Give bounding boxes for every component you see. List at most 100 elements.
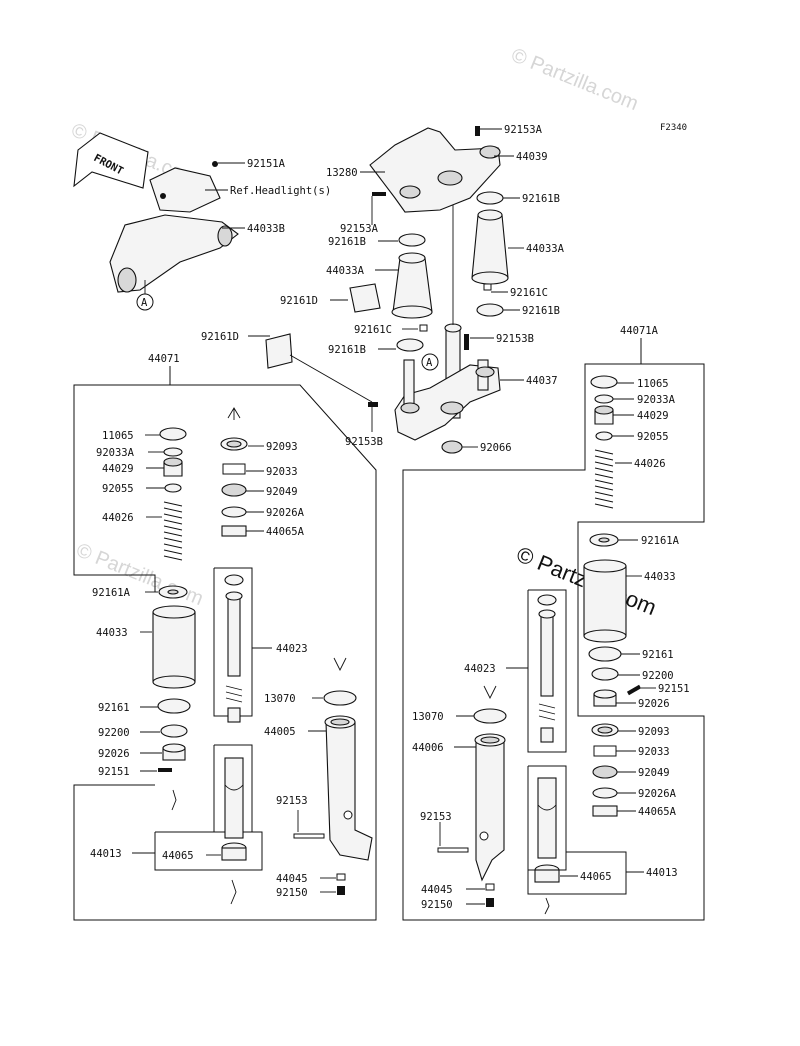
- label-L-92161A: 92161A: [92, 587, 131, 599]
- ref-circle-a-left: A: [136, 280, 154, 311]
- inner-tube-right: [537, 777, 557, 859]
- label-R-44023: 44023: [464, 663, 496, 675]
- cover-44033A: [392, 257, 433, 313]
- seal-92049: [221, 483, 247, 497]
- oring-92033A: [163, 447, 183, 457]
- label-L-44029: 44029: [102, 463, 134, 475]
- label-R-92200: 92200: [642, 670, 674, 682]
- label-R-44065A: 44065A: [638, 806, 677, 818]
- inner-tube: [224, 757, 244, 839]
- washer-44045: [336, 873, 346, 881]
- label-L-92151: 92151: [98, 766, 130, 778]
- label-M-44065A: 44065A: [266, 526, 305, 538]
- clamp-92026-right: [593, 689, 617, 707]
- label-R-44033: 44033: [644, 571, 676, 583]
- seal-92066: [441, 440, 463, 454]
- spacer-92161C: [483, 283, 492, 291]
- damper-rod: [227, 595, 241, 677]
- outer-tube-44006: [474, 733, 506, 882]
- pad-92161D: [349, 283, 381, 313]
- bolt-92150: [337, 886, 345, 895]
- bolt-92150: [486, 898, 494, 907]
- bushing-44065A: [221, 525, 247, 537]
- label-R-92161: 92161: [642, 649, 674, 661]
- label-R-92153: 92153: [420, 811, 452, 823]
- seal-92049: [592, 765, 618, 779]
- outer-tube-44005: [324, 715, 373, 861]
- label-L-92055: 92055: [102, 483, 134, 495]
- label-R-92033: 92033: [638, 746, 670, 758]
- ref-circle-a-center: A: [421, 353, 439, 371]
- label-M-92026A: 92026A: [266, 507, 305, 519]
- bolt-92153: [293, 833, 325, 839]
- figure-id: F2340: [660, 123, 687, 133]
- label-R-44065: 44065: [580, 871, 612, 883]
- label-M-44005: 44005: [264, 726, 296, 738]
- bolt-92153B: [464, 334, 469, 350]
- washer-92161: [157, 698, 191, 714]
- screw-92151: [626, 684, 642, 696]
- label-R-92049: 92049: [638, 767, 670, 779]
- cap-11065: [590, 375, 618, 389]
- label-92161B-l1: 92161B: [328, 236, 366, 248]
- label-92151A: 92151A: [247, 158, 286, 170]
- bolt-92153B: [368, 402, 378, 407]
- front-arrow: FRONT: [73, 132, 149, 189]
- bracket-44023: [213, 567, 253, 717]
- oring-92055: [595, 431, 613, 441]
- label-44071A: 44071A: [620, 325, 659, 337]
- label-R-92150: 92150: [421, 899, 453, 911]
- bushing-44065: [221, 847, 247, 861]
- cover-44033A: [471, 214, 509, 279]
- bolt-92153A: [372, 192, 386, 196]
- label-92153B-r: 92153B: [496, 333, 534, 345]
- left-fork-frame: [73, 384, 377, 921]
- label-R-92161A: 92161A: [641, 535, 680, 547]
- label-R-92026A: 92026A: [638, 788, 677, 800]
- label-R-44045: 44045: [421, 884, 453, 896]
- right-fork-frame: [402, 338, 705, 921]
- label-92161D-2: 92161D: [201, 331, 239, 343]
- label-L-44026: 44026: [102, 512, 134, 524]
- label-92153A-left: 92153A: [340, 223, 379, 235]
- washer-92161B: [476, 191, 504, 205]
- oring-92055: [164, 483, 182, 493]
- clip-92033: [593, 745, 617, 757]
- bracket-44013: [154, 831, 263, 871]
- clamp-92026: [162, 743, 186, 761]
- washer-92161B: [398, 233, 426, 247]
- pad-92161D: [265, 333, 293, 369]
- label-L-92033A: 92033A: [96, 447, 135, 459]
- label-L-44033: 44033: [96, 627, 128, 639]
- lower-bracket-44037: [394, 359, 501, 441]
- screw-92151: [158, 768, 172, 772]
- headlight-bracket-44033B: [109, 161, 239, 293]
- ring-92200: [160, 724, 188, 738]
- bushing-44065A: [592, 805, 618, 817]
- label-R-44029: 44029: [637, 410, 669, 422]
- cap-11065: [159, 427, 187, 441]
- label-ref-headlight: Ref.Headlight(s): [230, 185, 331, 197]
- label-M-44065: 44065: [162, 850, 194, 862]
- label-M-92150: 92150: [276, 887, 308, 899]
- label-92066: 92066: [480, 442, 512, 454]
- spring-44026-left: [163, 499, 183, 563]
- label-R-92026: 92026: [638, 698, 670, 710]
- label-L-92161: 92161: [98, 702, 130, 714]
- label-M-92033: 92033: [266, 466, 298, 478]
- label-M-44045: 44045: [276, 873, 308, 885]
- ring-13070: [473, 708, 507, 724]
- oring-92033A: [594, 394, 614, 404]
- label-R-44006: 44006: [412, 742, 444, 754]
- label-92161B-l2: 92161B: [328, 344, 366, 356]
- label-R-92055: 92055: [637, 431, 669, 443]
- label-92161D-1: 92161D: [280, 295, 318, 307]
- label-R-92093: 92093: [638, 726, 670, 738]
- bushing-44065-right: [534, 869, 560, 883]
- label-R-11065: 11065: [637, 378, 669, 390]
- ring-92200: [591, 667, 619, 681]
- cover-44033-left: [152, 605, 196, 689]
- label-92161B-r1: 92161B: [522, 193, 560, 205]
- label-M-44023: 44023: [276, 643, 308, 655]
